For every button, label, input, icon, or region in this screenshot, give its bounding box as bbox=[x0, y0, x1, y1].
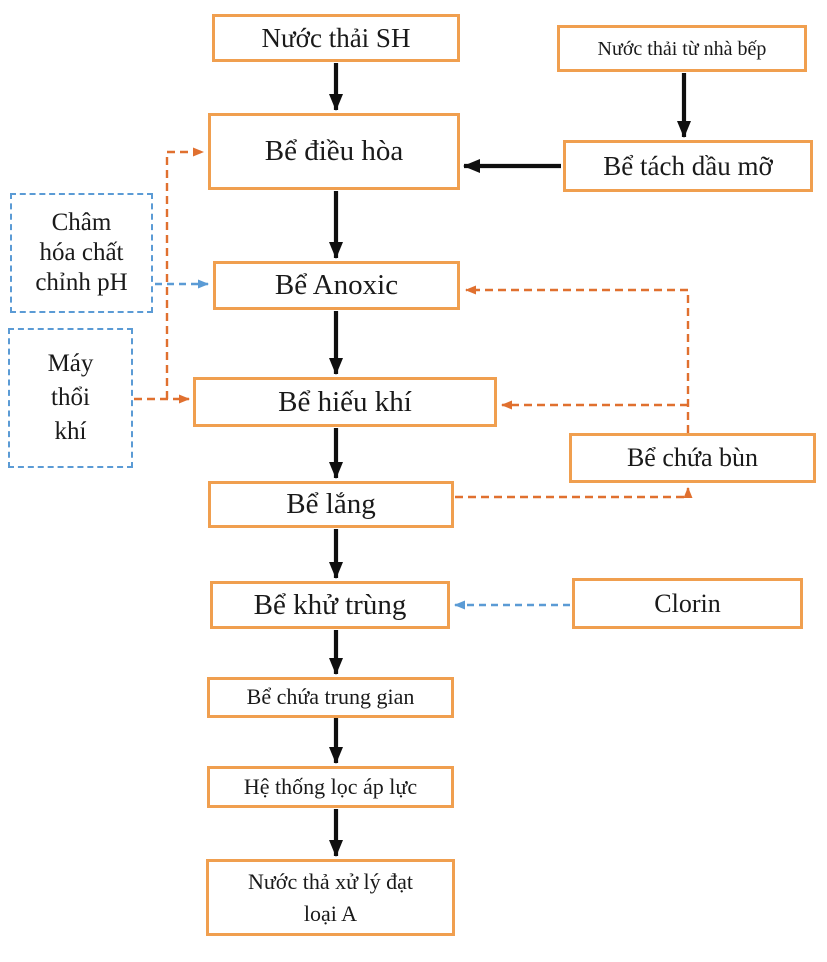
node-may-thoi-khi: Máy thổi khí bbox=[8, 328, 133, 468]
sludgeline-chuabun-to-anoxic bbox=[465, 285, 690, 433]
node-be-dieu-hoa: Bể điều hòa bbox=[208, 113, 460, 190]
node-be-chua-trung-gian: Bể chứa trung gian bbox=[207, 677, 454, 718]
node-be-tach-dau-mo: Bể tách dầu mỡ bbox=[563, 140, 813, 192]
node-nuoc-tha-xu-ly-dat-loai-a: Nước thả xử lý đạt loại A bbox=[206, 859, 455, 936]
node-be-anoxic: Bể Anoxic bbox=[213, 261, 460, 310]
node-clorin: Clorin bbox=[572, 578, 803, 629]
node-be-chua-bun: Bể chứa bùn bbox=[569, 433, 816, 483]
node-nuoc-thai-sh: Nước thải SH bbox=[212, 14, 460, 62]
node-nuoc-thai-nha-bep: Nước thải từ nhà bếp bbox=[557, 25, 807, 72]
node-be-lang: Bể lắng bbox=[208, 481, 454, 528]
sludgeline-lang-to-chuabun bbox=[455, 487, 693, 499]
node-cham-hoa-chat-chinh-ph: Châm hóa chất chỉnh pH bbox=[10, 193, 153, 313]
node-he-thong-loc-ap-luc: Hệ thống lọc áp lực bbox=[207, 766, 454, 808]
node-be-hieu-khi: Bể hiếu khí bbox=[193, 377, 497, 427]
node-be-khu-trung: Bể khử trùng bbox=[210, 581, 450, 629]
airline-blower-to-dieuhoa bbox=[165, 147, 204, 399]
